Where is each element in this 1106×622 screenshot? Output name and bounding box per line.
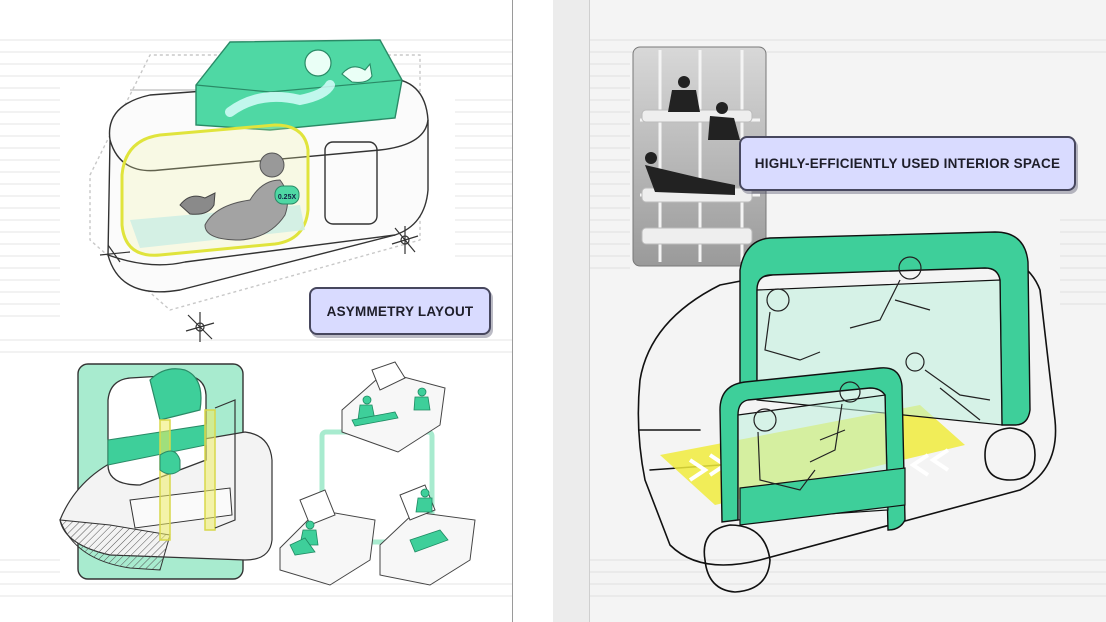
- cat-icon: [341, 62, 373, 83]
- cabin-panel: [59, 363, 273, 580]
- layout-variations: [279, 361, 476, 586]
- fan-icons: [99, 226, 419, 342]
- pod-sketch: 0.25X: [89, 39, 429, 342]
- badge-text: 0.25X: [278, 194, 297, 201]
- badge-bubble: [274, 185, 300, 205]
- efficient-space-label: HIGHLY-EFFICIENTLY USED INTERIOR SPACE: [739, 136, 1076, 191]
- face-icon: [304, 49, 332, 77]
- page-gutter: [513, 0, 553, 622]
- asymmetry-layout-label: ASYMMETRY LAYOUT: [309, 287, 491, 335]
